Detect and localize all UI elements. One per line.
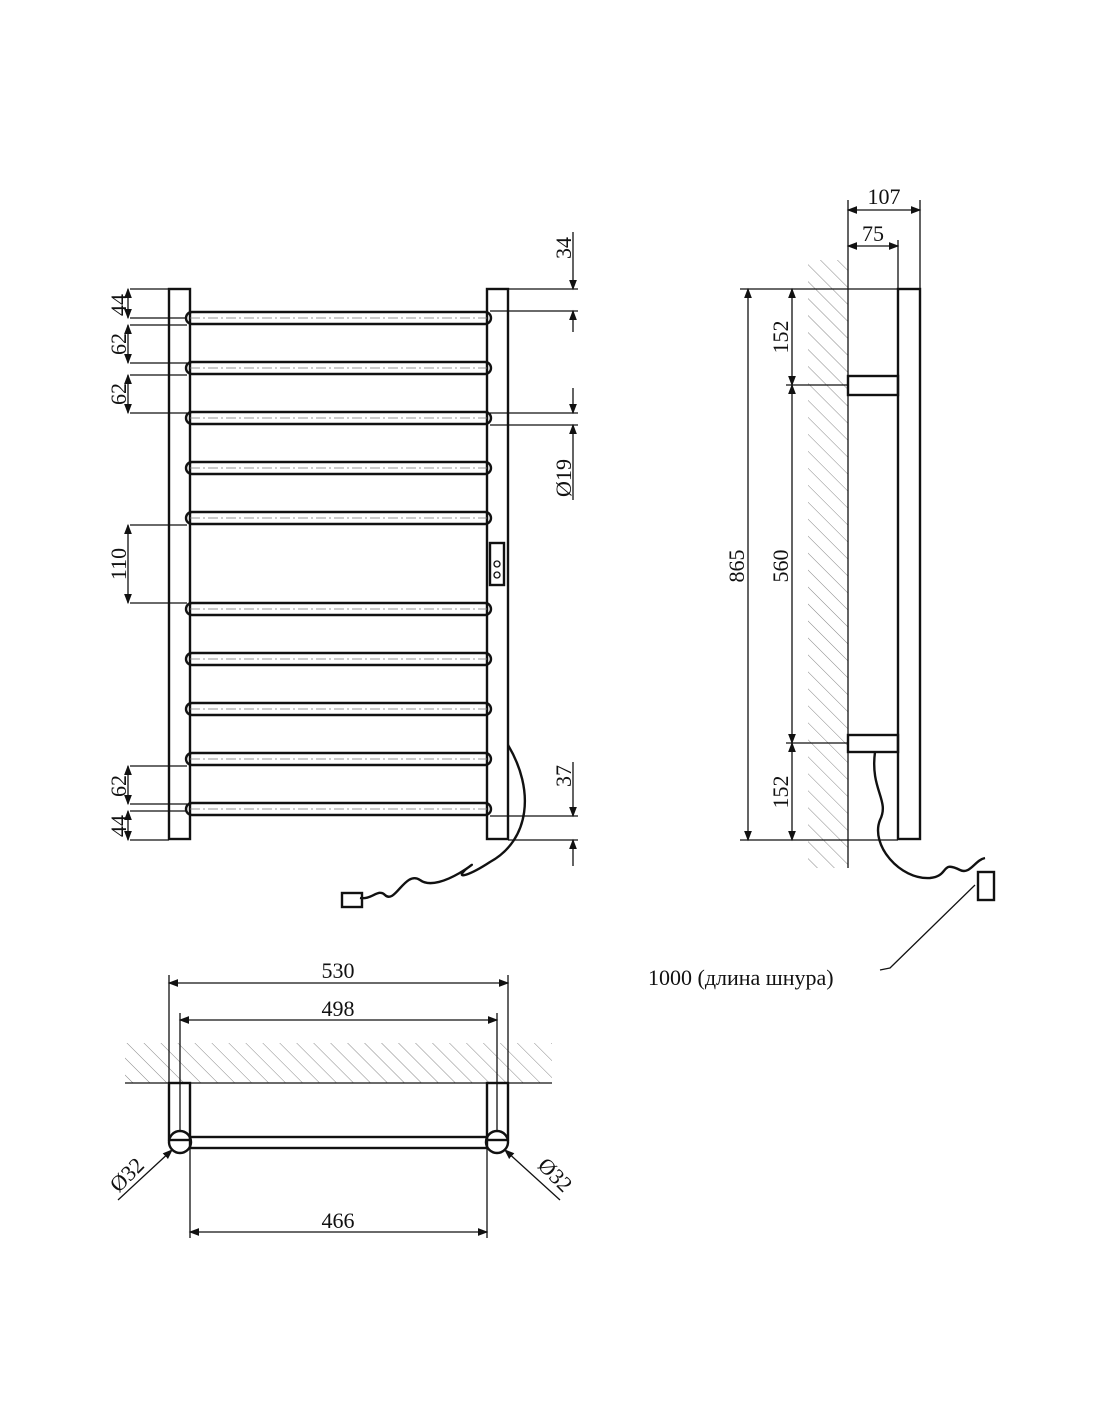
- crossbar: [184, 460, 493, 476]
- top-view: 530 498 466 Ø32 Ø32: [104, 958, 578, 1238]
- dim-107: 107: [868, 184, 901, 209]
- dim-34: 34: [551, 237, 576, 259]
- dim-110: 110: [106, 548, 131, 580]
- right-post-section: [484, 1129, 510, 1155]
- dim-diameter-32-right: Ø32: [533, 1152, 577, 1196]
- crossbar: [184, 601, 493, 617]
- power-cord: [359, 744, 526, 900]
- dim-44-top: 44: [106, 294, 131, 316]
- left-post-section: [167, 1129, 193, 1155]
- control-switch: [488, 541, 506, 587]
- dim-152-top: 152: [768, 321, 793, 354]
- side-post: [896, 287, 922, 841]
- wall-hatch: [808, 260, 848, 868]
- cord-leader-line: [879, 884, 976, 971]
- side-view: 1000 (длина шнура) 107 75 865 152 560 15…: [648, 184, 996, 990]
- top-wall-hatch: [125, 1043, 552, 1083]
- dim-44-bottom: 44: [106, 815, 131, 837]
- cord-length-label: 1000 (длина шнура): [648, 965, 834, 990]
- top-crossbar: [188, 1135, 489, 1150]
- dim-560: 560: [768, 550, 793, 583]
- crossbar: [184, 510, 493, 526]
- dim-498: 498: [322, 996, 355, 1021]
- left-post: [167, 287, 192, 841]
- side-plug-icon: [976, 870, 996, 902]
- dim-530: 530: [322, 958, 355, 983]
- dim-diameter-32-left: Ø32: [104, 1152, 148, 1196]
- front-view: 44 62 62 110 62 44 34 Ø19 37: [106, 232, 578, 909]
- dim-diameter-19: Ø19: [551, 459, 576, 497]
- crossbar: [184, 801, 493, 817]
- bottom-bracket: [846, 733, 900, 754]
- dim-865: 865: [724, 550, 749, 583]
- crossbar: [184, 751, 493, 767]
- right-post: [485, 287, 510, 841]
- dim-62-a: 62: [106, 333, 131, 355]
- top-bracket: [846, 374, 900, 397]
- crossbars: [184, 310, 493, 817]
- crossbar: [184, 410, 493, 426]
- plug-icon: [340, 891, 364, 909]
- crossbar: [184, 651, 493, 667]
- crossbar: [184, 360, 493, 376]
- dim-37: 37: [551, 765, 576, 787]
- side-power-cord: [872, 751, 986, 880]
- dim-152-bottom: 152: [768, 776, 793, 809]
- crossbar: [184, 701, 493, 717]
- dim-62-b: 62: [106, 383, 131, 405]
- dim-62-c: 62: [106, 775, 131, 797]
- dim-75: 75: [862, 221, 884, 246]
- dim-466: 466: [322, 1208, 355, 1233]
